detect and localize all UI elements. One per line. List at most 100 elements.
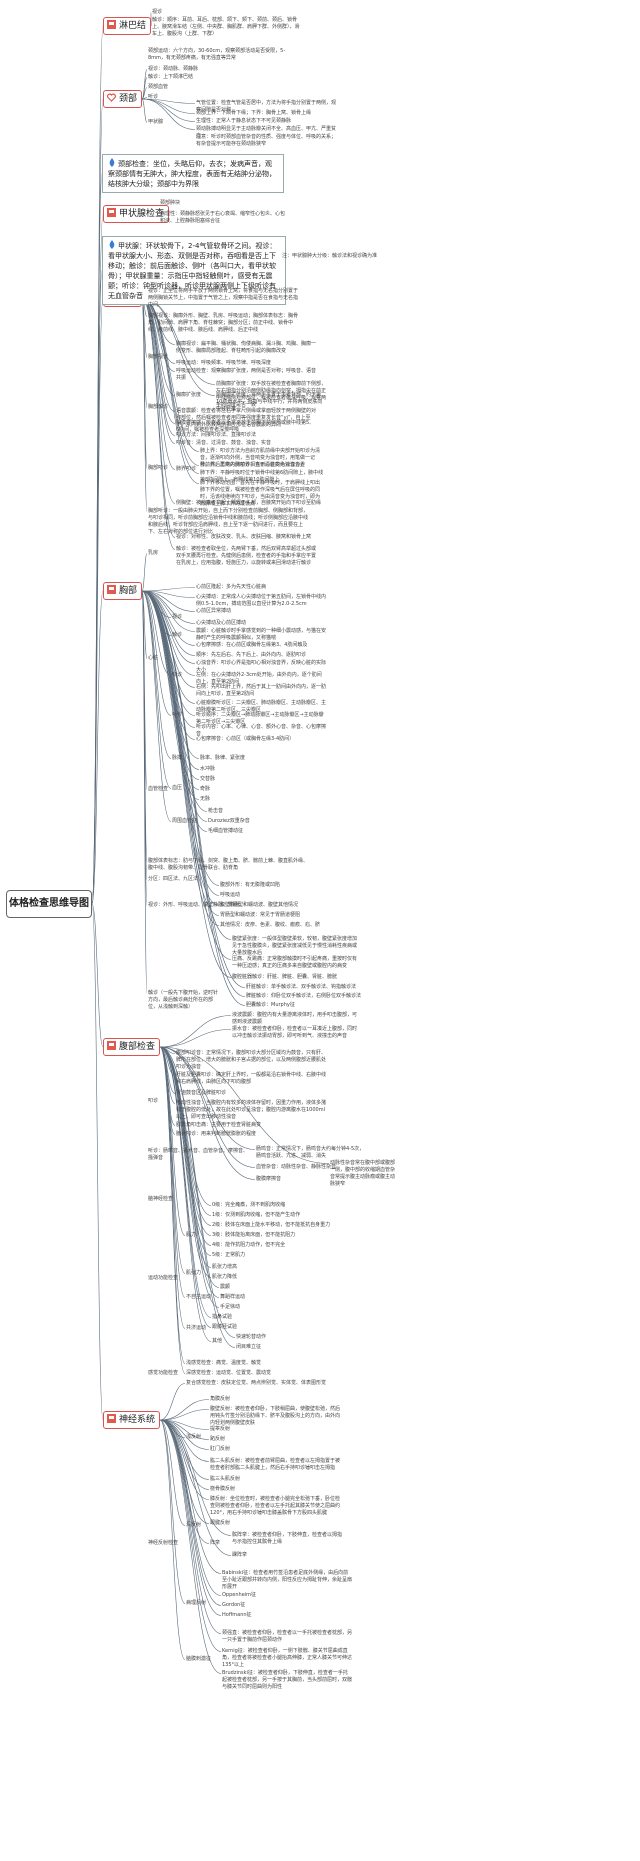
- label: Oppenheim征: [222, 1592, 257, 1598]
- label: 注意：听诊时颈部血管杂音的性质、强度与体位、呼吸的关系；有杂音提示可能存在颈动脉…: [196, 134, 337, 147]
- label: 生理性：正常人于静息状态下不可见颈静脉: [196, 118, 292, 124]
- branch-chest[interactable]: 胸部: [103, 582, 143, 600]
- branch-connector: [141, 297, 176, 550]
- label: Duroziez双重杂音: [208, 818, 250, 824]
- branch-connector: [160, 1046, 256, 1180]
- label: 肺下界移动范围：首先在平静呼吸时，于肩胛线上叩出肺下界的位置，嘱被检查者作深吸气…: [200, 480, 321, 507]
- label: 毛细血管搏动征: [208, 828, 244, 834]
- label: 呼吸运动：呼吸频率、呼吸节律、呼吸深度: [176, 360, 272, 366]
- branch-thyroid[interactable]: 甲状腺检查: [103, 205, 170, 223]
- branch-connector: [142, 587, 196, 592]
- branch-connector: [160, 1015, 232, 1048]
- label: 胸部视诊: [148, 354, 169, 360]
- label: 腹部体表标志：肋弓下缘、剑突、腹上角、脐、髂前上棘、腹直肌外缘、腹中线、腹股沟韧…: [148, 858, 309, 871]
- label: 脉率、脉律、紧张度: [200, 755, 246, 761]
- label: 叩诊: [148, 1098, 159, 1104]
- thyroid-side-note: 注：甲状腺肿大分级：触诊法和视诊确为准: [282, 253, 378, 259]
- branch-connector: [159, 1046, 212, 1342]
- label: 腹部叩诊音：正常情况下，腹部叩诊大部分区域均为鼓音，只有肝、脾所在部位，增大的膀…: [176, 1050, 327, 1070]
- label: 震颤：心脏触诊时手掌感觉到的一种细小震动感，与猫在安静时产生的呼吸震颤相似，又称…: [196, 628, 327, 641]
- label: 肺下界：平静呼吸时位于锁骨中线第6肋间隙上，腋中线第8肋间隙上，肩胛线第10肋间…: [200, 470, 324, 483]
- label: 视诊：颈动脉、颈静脉: [148, 66, 199, 72]
- label: 跖反射: [210, 1436, 226, 1442]
- branch-connector: [141, 590, 172, 789]
- label: Hoffmann征: [222, 1612, 252, 1618]
- label: Kernig征：被检查者仰卧，一侧下肢髋、膝关节屈曲成直角，检查者将被检查者小腿…: [222, 1648, 353, 1668]
- label: 听诊顺序：二尖瓣区→肺动脉瓣区→主动脉瓣区→主动脉瓣第二听诊区→三尖瓣区: [196, 712, 324, 725]
- branch-connector: [141, 590, 148, 659]
- root-connector: [91, 590, 104, 905]
- branch-connector: [160, 1046, 330, 1164]
- branch-connector: [141, 590, 172, 716]
- label: 心前区隆起：多为先天性心脏病: [196, 584, 267, 590]
- label: 叩诊方法：间接叩诊法、直接叩诊法: [176, 432, 257, 438]
- label: 角膜反射: [210, 1396, 231, 1402]
- label: 无脉: [200, 796, 211, 802]
- label: 动脉性杂音常在腹中部或腹部一侧，腹中部的收缩期血管杂音常提示腹主动脉瘤或腹主动脉…: [330, 1160, 396, 1187]
- neck-note-box: 颈部检查：坐位，头略后仰，去衣；发病声音，观察颈部情有无肿大，肿大程度，表面有无…: [102, 154, 284, 193]
- branch-connector: [160, 1029, 232, 1048]
- label: 髌阵挛：被检查者仰卧，下肢伸直，检查者以拇指与示指控住其髌骨上缘: [232, 1532, 343, 1545]
- branch-connector: [141, 553, 148, 592]
- branch-connector: [160, 1409, 210, 1421]
- label: 心脏瓣膜听诊区：二尖瓣区、肺动脉瓣区、主动脉瓣区、主动脉瓣第二听诊区、三尖瓣区: [196, 700, 327, 713]
- branch-lymph-nodes[interactable]: 淋巴结: [103, 17, 152, 35]
- label: 胸部听诊：一般由肺尖开始，自上而下分别检查前胸部、侧胸部和背部，与叩诊相同，听诊…: [148, 508, 309, 535]
- label: 闭目难立征: [236, 1344, 262, 1350]
- label: 振水音：被检查者仰卧，检查者以一耳凑近上腹部，同时以冲击触诊法振动胃部，即可听到…: [232, 1026, 358, 1039]
- label: 胸部视诊：胸廓外形、胸壁、乳房、呼吸运动；胸部体表标志：胸骨角、肋间隙、肩胛下角…: [148, 313, 299, 333]
- label: 胸膜摩擦感：检查者以手掌平放于前胸下前侧部或腋中线第5、6肋间，嘱被检查者深慢呼…: [176, 420, 315, 433]
- label: 水冲脉: [200, 766, 216, 772]
- label: 膀胱叩诊：用来判断膀胱膨胀的程度: [176, 1131, 257, 1137]
- label: 血管杂音：动脉性杂音、静脉性杂音: [256, 1164, 337, 1170]
- label: 脉搏: [172, 755, 183, 761]
- branch-connector: [159, 1419, 222, 1674]
- label: 胃泡鼓音区及脾脏叩诊: [176, 1090, 227, 1096]
- branch-connector: [141, 590, 172, 822]
- label: 听诊: [148, 94, 159, 100]
- label: 触诊（一般先下腹开始，逆时针方向，最后触诊病灶所在的部位，从浅触到深触）: [148, 990, 219, 1010]
- branch-neck[interactable]: 颈部: [103, 90, 143, 108]
- label: 听诊内容：心率、心律、心音、额外心音、杂音、心包摩擦音: [196, 724, 327, 737]
- label: 腹壁紧张度：一般体型腹壁柔软，较韧，腹壁紧张度增加见于急性腹膜炎，腹壁紧张度减低…: [232, 936, 358, 956]
- label: 颈动脉搏动明显见于主动脉瓣关闭不全、高血压、甲亢、严重贫血: [196, 126, 337, 139]
- label: 颈强直：被检查者仰卧，检查者以一手托被检查者枕部，另一只手置于胸前作屈颈动作: [222, 1630, 353, 1643]
- branch-connector: [159, 1419, 222, 1616]
- label: 移动性浊音：当腹腔内有较多的液体存留时，因重力作用，液体多潴积于腹腔的低处，故在…: [176, 1100, 327, 1120]
- branch-connector: [142, 98, 196, 130]
- branch-connector: [160, 1046, 256, 1150]
- label: 呼吸运动检查：观察胸廓扩张度，两侧是否对称；呼吸音、语音共振: [176, 368, 317, 381]
- branch-label: 颈部: [119, 94, 138, 104]
- label: 乳房: [148, 550, 159, 556]
- branch-label: 神经系统: [119, 1415, 156, 1425]
- label: 腹部外形：有无膨隆或凹陷: [220, 882, 281, 888]
- label: 跟腱反射: [210, 1520, 231, 1526]
- branch-label: 淋巴结: [119, 21, 147, 31]
- label: 浅感觉检查：痛觉、温度觉、触觉: [186, 1360, 262, 1366]
- label: 胃肠型和蠕动波：常见于胃肠道梗阻: [220, 912, 301, 918]
- branch-connector: [141, 590, 148, 790]
- branch-connector: [159, 1419, 222, 1652]
- root-connector: [91, 903, 104, 1421]
- branch-nervous-system[interactable]: 神经系统: [103, 1411, 161, 1429]
- label: 颈部血管: [148, 84, 169, 90]
- branch-connector: [159, 1046, 212, 1278]
- branch-connector: [142, 590, 232, 978]
- label: 液波震颤：腹腔内有大量游离液体时，用手叩击腹部，可感到液波震颤: [232, 1012, 358, 1025]
- branch-abdomen[interactable]: 腹部检查: [103, 1038, 161, 1056]
- branch-connector: [160, 1046, 236, 1348]
- label: 肠鸣音：正常情况下，肠鸣音大约每分钟4-5次，肠鸣音活跃、亢进、减弱、消失: [256, 1146, 365, 1159]
- label: 心尖搏动及心前区搏动: [196, 620, 247, 626]
- label: 气管位置：检查气管是否居中，方法为将手指分别置于两侧，观察间隙是否对称: [196, 100, 337, 113]
- label: 其他情况：皮疹、色素、腹纹、瘢痕、疝、脐: [220, 922, 321, 928]
- label: Gordon征: [222, 1602, 246, 1608]
- label: 肋脊角叩击痛：主要用于检查肾脏病变: [176, 1122, 262, 1128]
- root-node[interactable]: 体格检查思维导图: [6, 890, 92, 918]
- branch-label: 胸部: [119, 586, 138, 596]
- branch-connector: [142, 590, 196, 632]
- branch-connector: [159, 1419, 186, 1660]
- root-connector: [91, 270, 103, 905]
- branch-connector: [160, 1419, 232, 1536]
- water-drop-icon: [108, 240, 116, 249]
- label: 甲状腺: [148, 119, 164, 125]
